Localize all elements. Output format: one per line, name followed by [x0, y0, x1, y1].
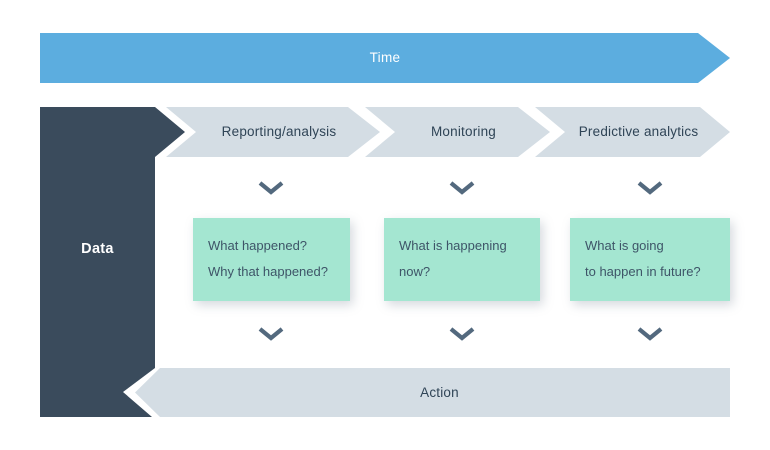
- question-line: to happen in future?: [585, 264, 701, 279]
- question-box-reporting-analysis: What happened? Why that happened?: [193, 218, 350, 301]
- data-block-label: Data: [81, 241, 114, 257]
- chevron-down-icon: [258, 327, 284, 341]
- stage-arrow-label: Monitoring: [430, 124, 497, 139]
- question-line: What is going: [585, 238, 664, 253]
- chevron-down-icon: [637, 327, 663, 341]
- chevron-down-icon: [258, 181, 284, 195]
- stage-arrow-monitoring: Monitoring: [365, 107, 550, 157]
- stage-arrow-label: Reporting/analysis: [221, 124, 337, 139]
- stage-arrow-reporting-analysis: Reporting/analysis: [166, 107, 380, 157]
- action-arrow: Action: [135, 368, 730, 417]
- question-line: Why that happened?: [208, 264, 328, 279]
- action-arrow-label: Action: [420, 385, 459, 400]
- stage-arrow-label: Predictive analytics: [578, 124, 699, 139]
- question-line: now?: [399, 264, 431, 279]
- time-arrow-label: Time: [369, 50, 401, 65]
- chevron-down-icon: [449, 181, 475, 195]
- question-line: What is happening: [399, 238, 507, 253]
- chevron-down-icon: [449, 327, 475, 341]
- time-arrow: Time: [40, 33, 730, 83]
- question-box-monitoring: What is happening now?: [384, 218, 540, 301]
- stage-arrow-predictive-analytics: Predictive analytics: [535, 107, 730, 157]
- question-box-predictive-analytics: What is going to happen in future?: [570, 218, 730, 301]
- question-line: What happened?: [208, 238, 308, 253]
- chevron-down-icon: [637, 181, 663, 195]
